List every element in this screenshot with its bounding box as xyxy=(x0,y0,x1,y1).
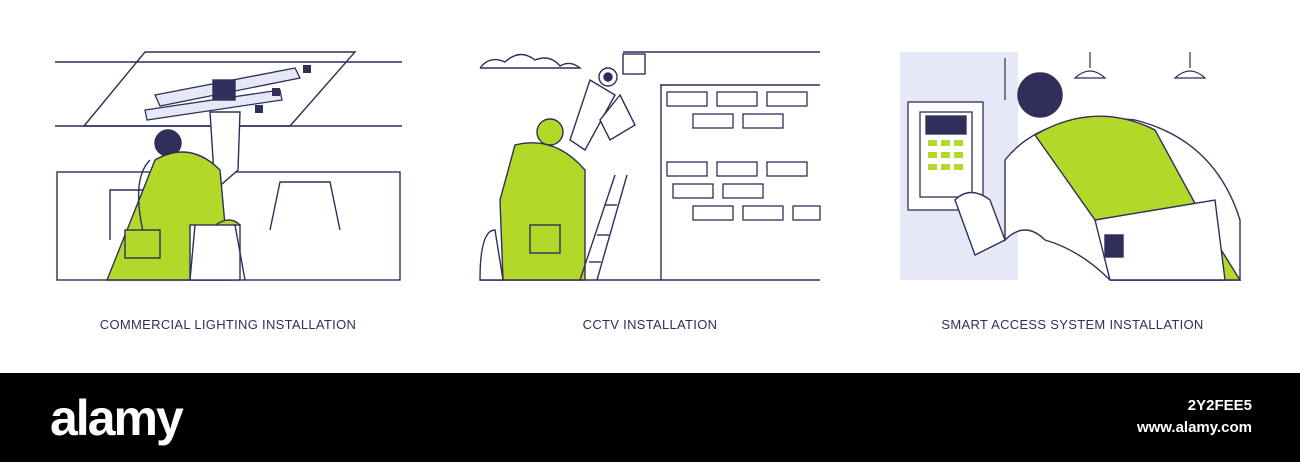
site-url: www.alamy.com xyxy=(1136,419,1252,436)
image-id: 2Y2FEE5 xyxy=(1187,397,1252,414)
alamy-logo: alamy xyxy=(50,390,184,446)
caption-cctv: CCTV INSTALLATION xyxy=(582,317,718,332)
caption-access: SMART ACCESS SYSTEM INSTALLATION xyxy=(941,317,1204,332)
access-illustration xyxy=(900,52,1242,281)
cctv-illustration xyxy=(479,51,821,281)
lighting-illustration xyxy=(55,51,402,281)
caption-lighting: COMMERCIAL LIGHTING INSTALLATION xyxy=(99,317,357,332)
watermark-footer: alamy 2Y2FEE5 www.alamy.com xyxy=(0,373,1300,462)
